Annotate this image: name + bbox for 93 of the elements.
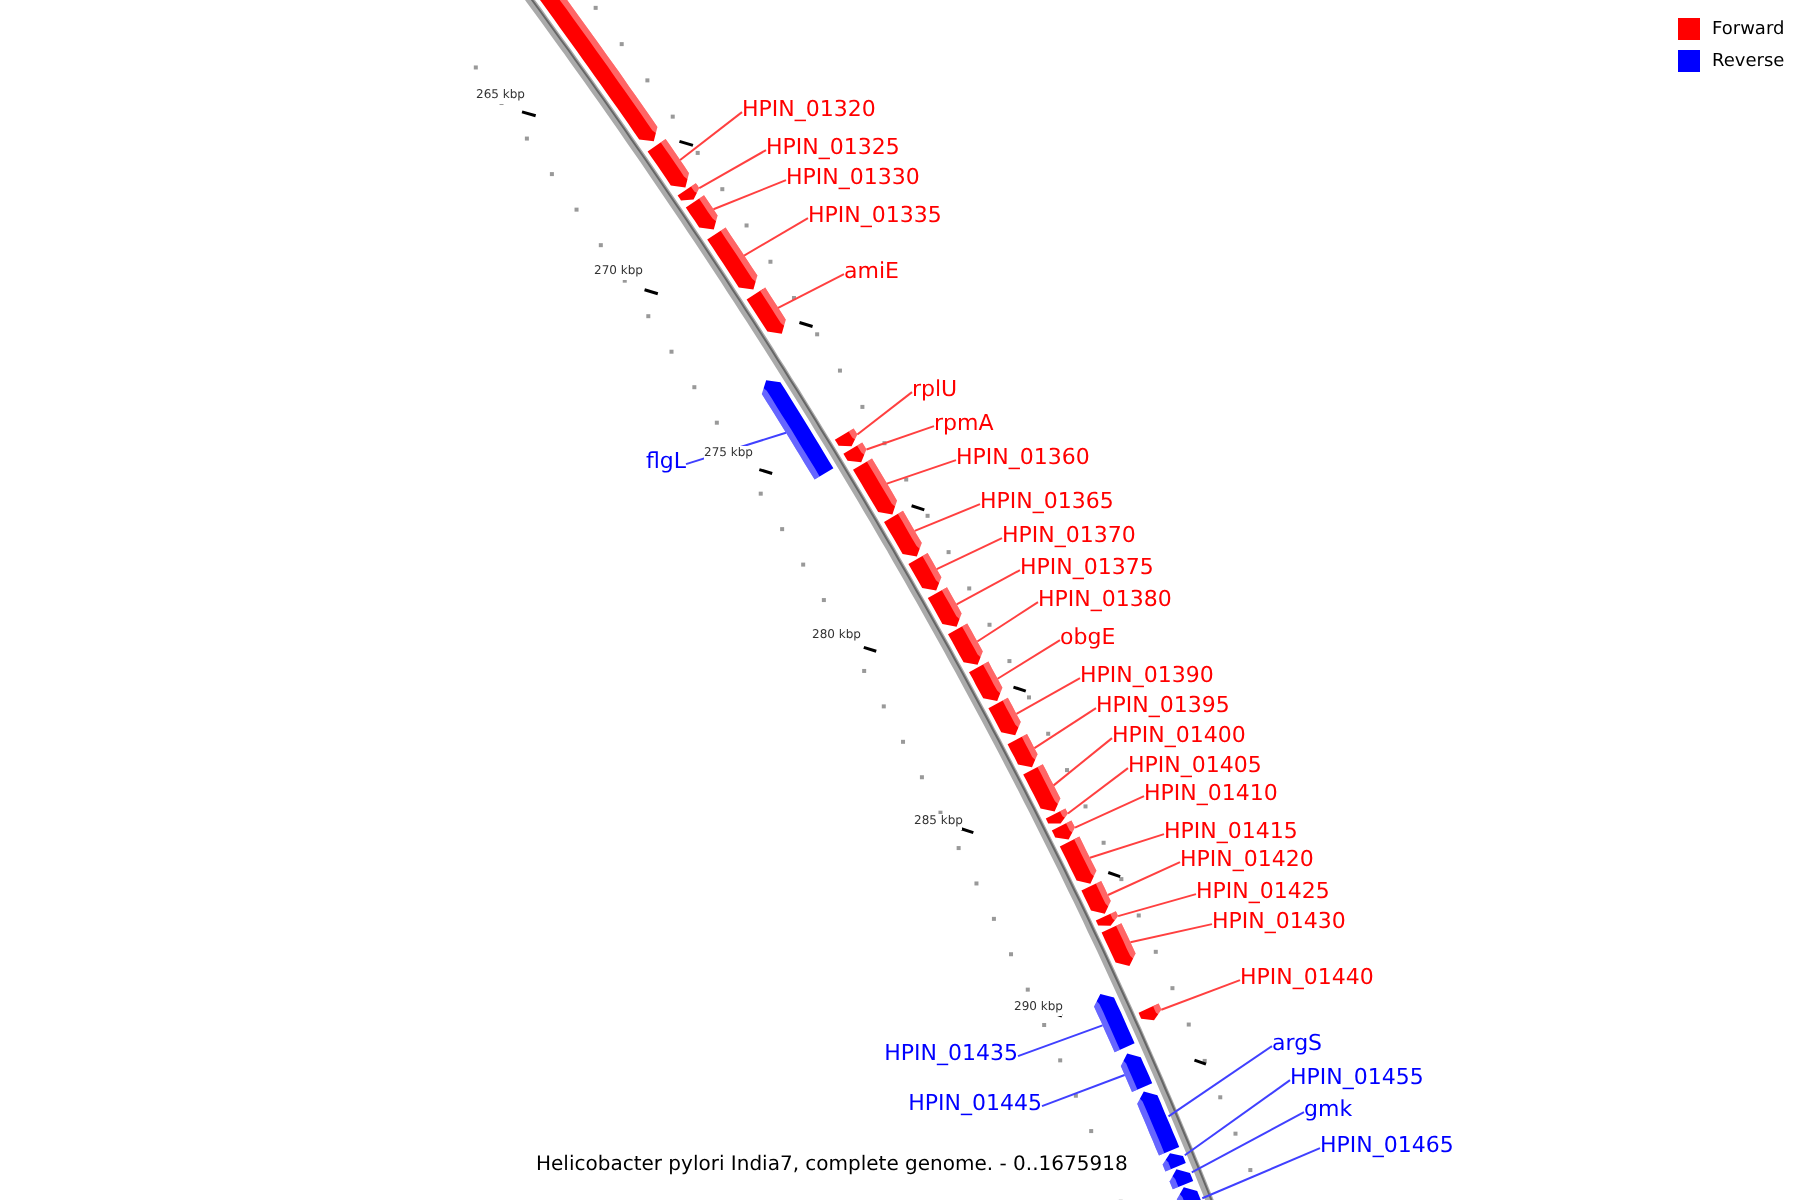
gene-label: obgE	[1060, 624, 1116, 650]
leader-line	[865, 425, 935, 451]
gene-label: rplU	[912, 376, 958, 402]
gene-label: HPIN_01425	[1196, 878, 1330, 904]
leader-line	[1074, 795, 1145, 829]
gene-label: HPIN_01395	[1096, 692, 1230, 718]
gene-block	[1045, 808, 1068, 824]
gene-label: HPIN_01375	[1020, 554, 1154, 580]
leader-line	[1015, 677, 1081, 715]
gene-label: HPIN_01360	[956, 444, 1090, 470]
caption: Helicobacter pylori India7, complete genome. - 0..1675918	[536, 1154, 1128, 1178]
leader-line	[698, 149, 767, 190]
gene-label: HPIN_01320	[742, 96, 876, 122]
leader-line	[679, 111, 743, 162]
gene-block	[677, 183, 701, 201]
gene-label: HPIN_01465	[1320, 1132, 1454, 1158]
gene-label: HPIN_01370	[1002, 522, 1136, 548]
leader-line	[1033, 707, 1097, 750]
leader-line	[1066, 767, 1129, 815]
gene-block	[1051, 820, 1076, 840]
gene-block	[884, 510, 924, 557]
gene-block	[1162, 1153, 1186, 1172]
gene-block	[834, 428, 859, 447]
leader-line	[1183, 1079, 1291, 1157]
gene-label: HPIN_01410	[1144, 780, 1278, 806]
gene-block	[948, 623, 985, 665]
gene-label: rpmA	[934, 410, 994, 436]
gene-block	[1095, 911, 1118, 926]
gene-block	[1059, 836, 1098, 884]
gene-block	[536, 0, 661, 142]
leader-line	[976, 601, 1039, 643]
legend-label: Reverse	[1712, 51, 1785, 71]
leader-line	[777, 273, 845, 309]
leader-line	[743, 217, 809, 257]
leader-line	[996, 639, 1061, 680]
gene-block	[843, 442, 869, 463]
gene-block	[746, 287, 789, 334]
leader-line	[1190, 1111, 1305, 1174]
gene-block	[647, 139, 692, 188]
gene-block	[853, 458, 900, 515]
gene-label: HPIN_01400	[1112, 722, 1246, 748]
gene-label: gmk	[1304, 1096, 1353, 1122]
gene-block	[969, 661, 1005, 701]
gene-block	[1136, 1091, 1180, 1156]
leader-line	[1201, 1147, 1321, 1200]
gene-block	[759, 380, 834, 480]
gene-label: HPIN_01430	[1212, 908, 1346, 934]
leader-line	[913, 503, 981, 532]
gene-label: HPIN_01325	[766, 134, 900, 160]
gene-block	[1138, 1003, 1162, 1021]
gene-block	[1169, 1169, 1194, 1190]
gene-block	[1120, 1053, 1153, 1092]
gene-label: HPIN_01420	[1180, 846, 1314, 872]
gene-block	[1101, 923, 1137, 966]
leader-line	[1167, 1045, 1273, 1118]
legend-label: Forward	[1712, 19, 1785, 39]
gene-label: HPIN_01435	[884, 1040, 1018, 1066]
gene-label: HPIN_01365	[980, 488, 1114, 514]
gene-label: HPIN_01445	[908, 1090, 1042, 1116]
gene-block	[1093, 994, 1135, 1053]
gene-label: HPIN_01405	[1128, 752, 1262, 778]
gene-block	[1176, 1187, 1207, 1200]
gene-block	[1023, 764, 1062, 812]
gene-label: flgL	[645, 448, 686, 474]
leader-line	[955, 569, 1021, 606]
leader-line	[1129, 923, 1213, 944]
gene-block	[1081, 881, 1112, 914]
leader-line	[1052, 737, 1113, 787]
gene-block	[685, 195, 721, 230]
gene-block	[908, 553, 944, 591]
gene-block	[707, 227, 760, 290]
leader-line	[1117, 893, 1197, 918]
gene-block	[988, 697, 1023, 736]
gene-label: HPIN_01335	[808, 202, 942, 228]
gene-label: HPIN_01390	[1080, 662, 1214, 688]
gene-label: HPIN_01455	[1290, 1064, 1424, 1090]
gene-block	[1007, 734, 1039, 768]
gene-label: argS	[1272, 1030, 1323, 1056]
gene-label: HPIN_01415	[1164, 818, 1298, 844]
gene-label: amiE	[844, 258, 899, 284]
leader-line	[1041, 1074, 1126, 1108]
gene-label: HPIN_01330	[786, 164, 920, 190]
gene-label: HPIN_01380	[1038, 586, 1172, 612]
leader-line	[885, 459, 957, 485]
leader-line	[856, 391, 913, 436]
gene-block	[927, 587, 964, 627]
gene-label: HPIN_01440	[1240, 964, 1374, 990]
leader-line	[1088, 833, 1165, 859]
leader-line	[1017, 1024, 1104, 1058]
leader-line	[1107, 861, 1181, 896]
leader-line	[712, 179, 787, 211]
leader-line	[935, 537, 1003, 571]
leader-line	[1160, 979, 1241, 1011]
